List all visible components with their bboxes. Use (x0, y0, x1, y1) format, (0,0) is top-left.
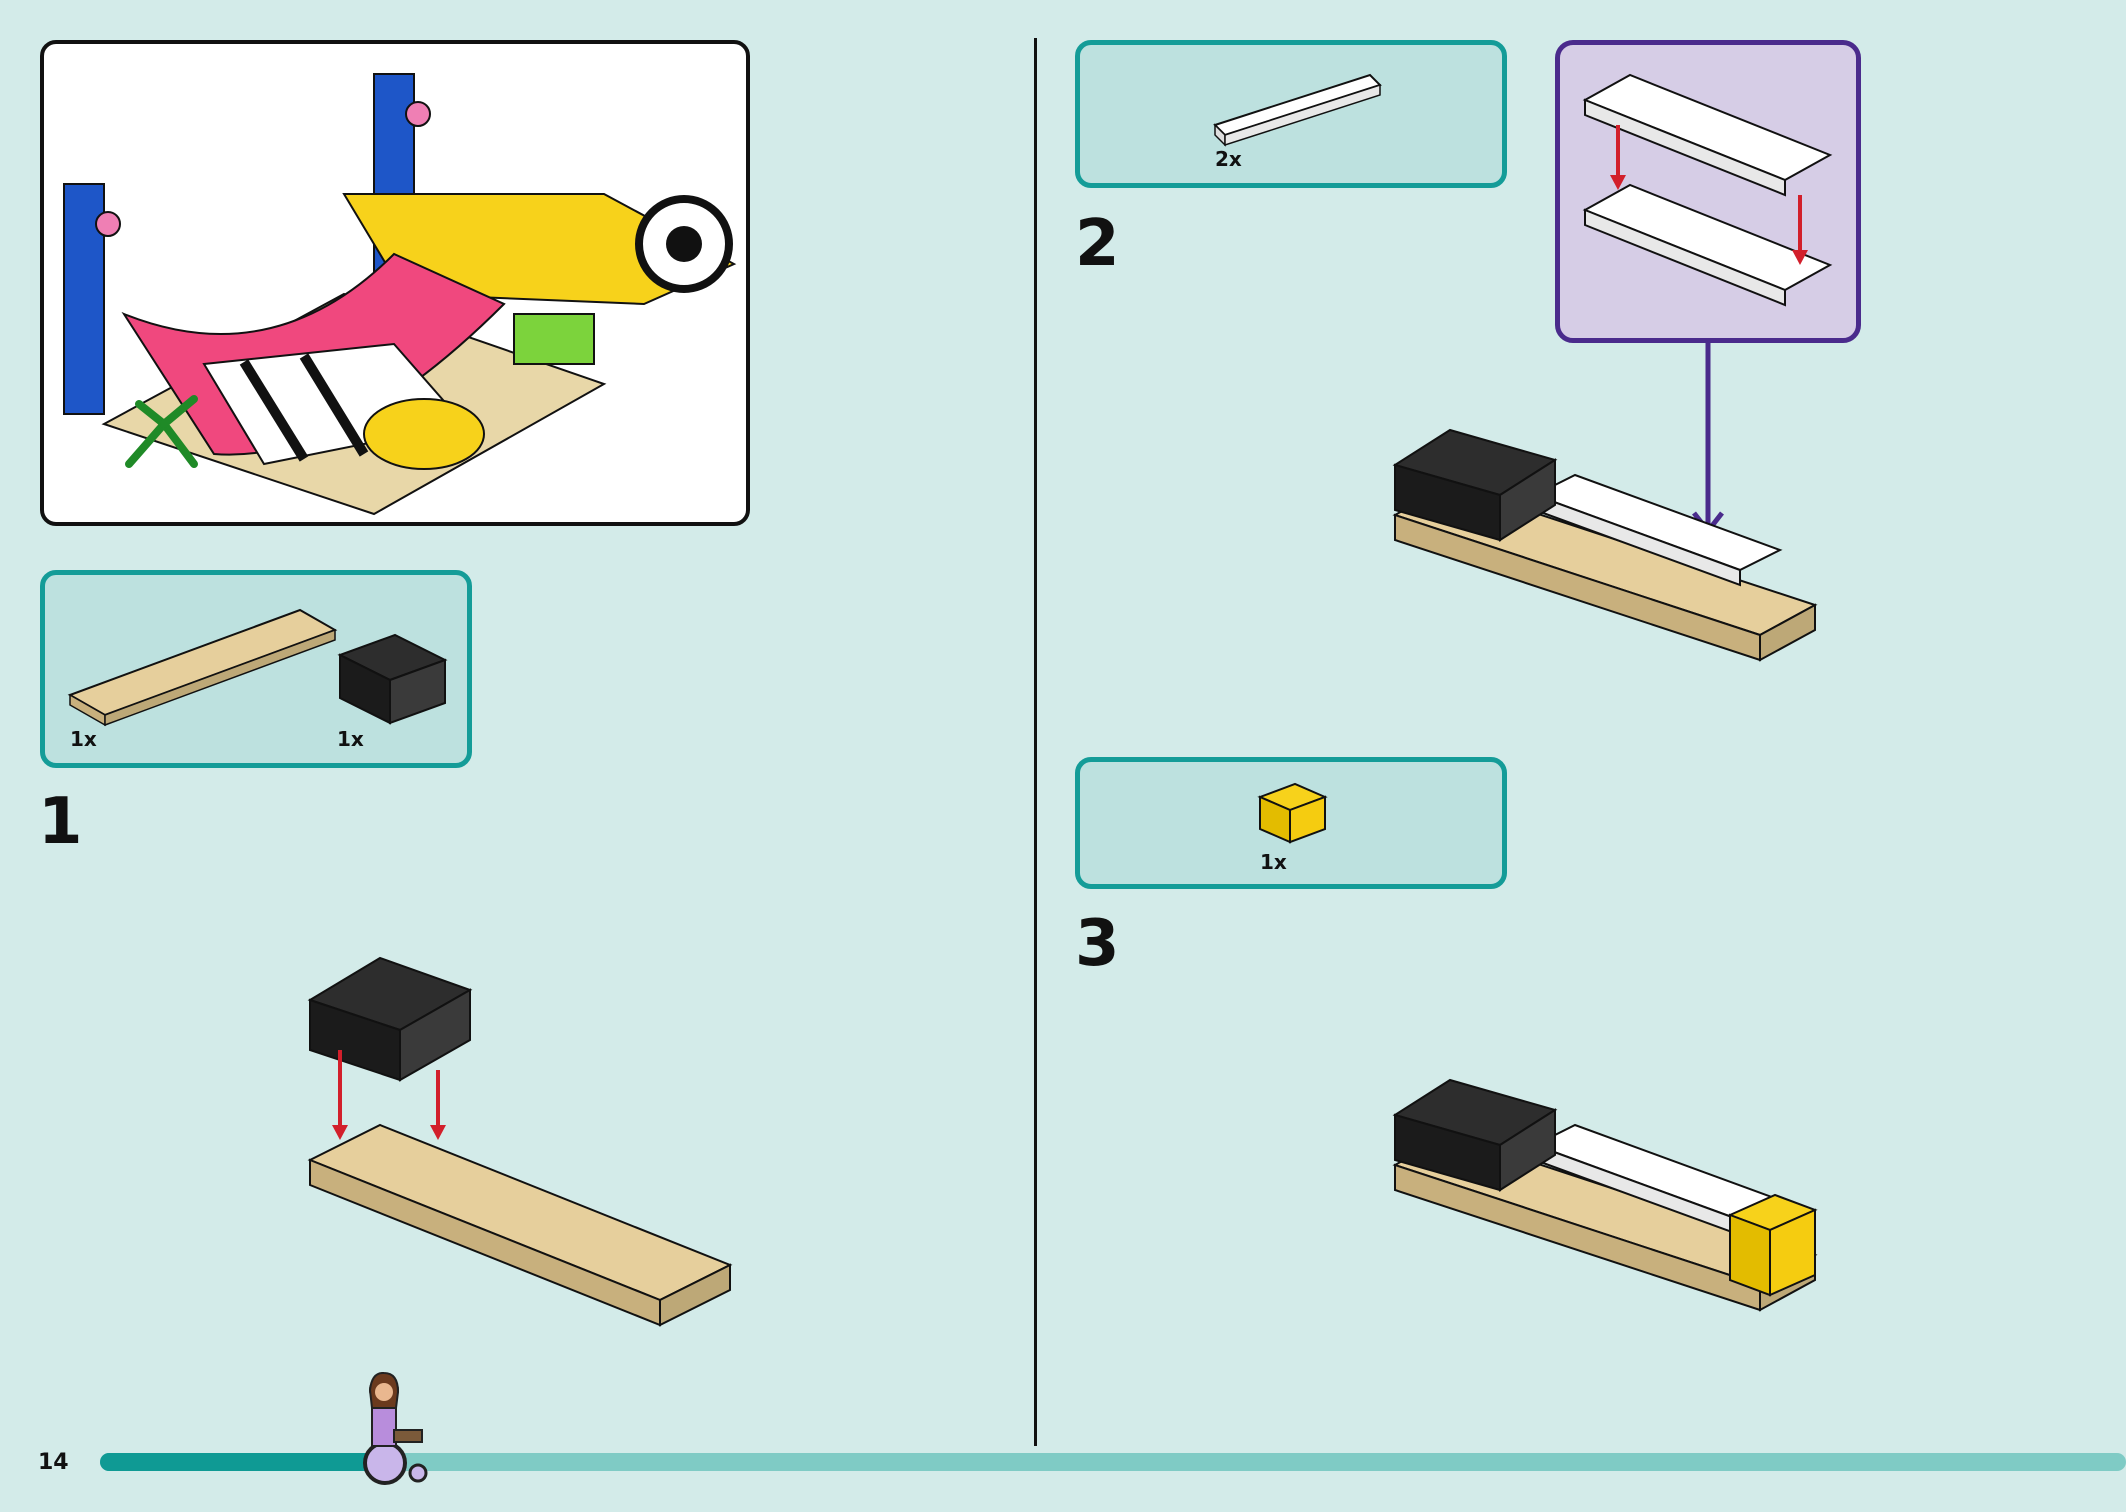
step-3-assembly-icon (1392, 1078, 1818, 1312)
parts-box-step-1: 1x 1x (40, 570, 472, 768)
tan-plate-2x10-icon (67, 608, 338, 727)
part-quantity: 2x (1215, 147, 1242, 171)
progress-fill (100, 1453, 374, 1471)
step-2-assembly-icon (1392, 428, 1818, 662)
white-plate-stack-icon (1582, 73, 1833, 307)
white-plate-1x6-icon (1213, 73, 1382, 147)
page-divider (1034, 38, 1037, 1446)
progress-track (100, 1453, 2126, 1471)
model-preview (40, 40, 750, 526)
step-number: 3 (1075, 907, 1120, 981)
skate-park-model-icon (63, 73, 737, 516)
part-quantity: 1x (337, 727, 364, 751)
black-brick-2x3-icon (337, 633, 448, 725)
step-number: 1 (38, 785, 83, 859)
yellow-brick-1x2-axle-icon (1257, 782, 1328, 844)
part-quantity: 1x (1260, 850, 1287, 874)
parts-box-step-2: 2x (1075, 40, 1507, 188)
sub-assembly-callout (1555, 40, 1861, 343)
step-1-assembly-icon (307, 956, 733, 1327)
part-quantity: 1x (70, 727, 97, 751)
parts-box-step-3: 1x (1075, 757, 1507, 889)
minifigure-wheelchair-icon (363, 1371, 428, 1485)
page-number: 14 (38, 1450, 69, 1475)
step-number: 2 (1075, 207, 1120, 281)
